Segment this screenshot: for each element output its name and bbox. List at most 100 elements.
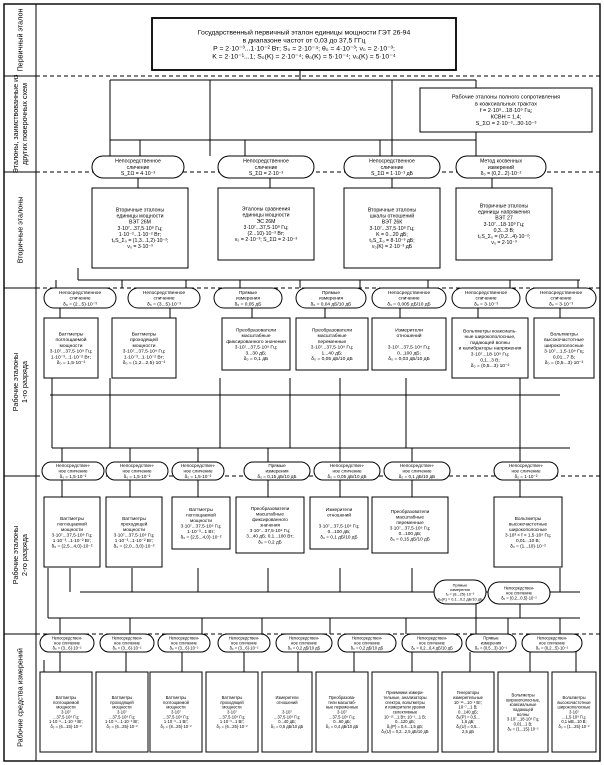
secondary-standard-line: t₀S_Σ₀ = (0,2...4)·10⁻²; [478, 234, 531, 240]
measuring-instrument-line: δ₀ = (1...25)·10⁻² [558, 724, 590, 729]
method-comparison-line: Непосредствен- [400, 463, 435, 468]
measuring-instrument-line: ...37,5·10⁹ Гц; [163, 714, 189, 719]
method-comparison-line: δ₀ = (0,5...3)·10⁻² [475, 645, 508, 650]
measuring-instrument: Ваттметрыпроходящеймощности3·10⁷...37,5·… [95, 671, 149, 753]
working-standard-1-line: Ваттметры [59, 331, 84, 337]
secondary-standard-line: ВЭТ 27 [495, 216, 513, 222]
measuring-instrument-line: отношений [277, 700, 298, 705]
working-standard-1-line: проходящей [130, 336, 158, 343]
method-comparison-line: Метод косвенных [480, 159, 522, 165]
method-comparison-line: δ₀ = 0,005 дБ/10 дБ [387, 301, 430, 307]
method-comparison-line: Непосредствен- [52, 636, 83, 641]
method-comparison-line: ное сличение [291, 640, 318, 645]
measuring-instrument-frame [551, 671, 597, 753]
measuring-instrument-line: 3·10⁷ [227, 709, 237, 714]
method-comparison-frame [525, 287, 597, 309]
method-comparison-line: ное сличение [231, 640, 258, 645]
working-standard-1: Преобразователимасштабныепеременные3·10⁷… [295, 317, 369, 371]
working-standard-2-line: δ₀ = (1...10)·10⁻² [510, 544, 546, 549]
working-standard-2-line: 3·10⁷...37,5·10⁹ Гц; [390, 525, 431, 530]
direct-measurement-small-line: S₀(K) = 0,1...0,2 дБ/10 дБ [437, 596, 483, 601]
measuring-instrument-line: селективные [393, 709, 418, 714]
direct-measurement-small-line: f₀ = (8...25)·10⁻³ [446, 592, 475, 597]
measuring-instrument-line: δ₀ = (1...15)·10⁻² [507, 726, 539, 731]
working-standard-1-line: масштабные [317, 333, 346, 339]
band-label-text: других поверочных схем [20, 83, 29, 165]
measuring-instrument: Вольтметрыширокополосные,коаксиальныепад… [497, 671, 549, 753]
method-comparison-line: измерения [236, 297, 261, 302]
secondary-standard-line: Вторичные эталоны [368, 207, 416, 213]
working-standard-1-frame [451, 317, 529, 379]
measuring-instrument-frame [371, 671, 439, 753]
primary-standard-line: в диапазоне частот от 0,03 до 37,5 ГГц [243, 37, 366, 44]
method-comparison-line: Непосредствен- [537, 636, 568, 641]
direct-measurement-small-line: Прямые [453, 582, 468, 587]
band-label-text: Рабочие эталоны [11, 526, 20, 584]
borrowed-standard-line: в коаксиальных трактах [475, 101, 537, 107]
working-standard-1-line: Преобразователи [312, 327, 353, 333]
method-comparison-frame [455, 155, 547, 179]
method-comparison-line: S_ΣΩ = 1·10⁻³ дБ [371, 171, 414, 177]
working-standard-1-frame [533, 317, 595, 379]
working-standard-1-line: переменные [318, 340, 347, 345]
method-comparison-line: δ₀ = 1,5·10⁻² [124, 474, 151, 479]
measuring-instrument-line: 1,5 дБ; [461, 719, 474, 724]
measuring-instrument-frame [315, 671, 369, 753]
working-standard-2-line: 1·10⁻³...1·10⁻² Вт; [115, 538, 153, 543]
direct-measurement-small-frame [433, 579, 487, 605]
method-comparison-line: Непосредствен- [169, 636, 200, 641]
method-comparison-line: ное сличение [419, 640, 446, 645]
working-standard-2-line: 0,01...10 В; [516, 538, 540, 543]
working-standard-2: Ваттметрыпоглощаемоймощности3·10⁷...37,5… [171, 496, 231, 550]
band-label-text: Рабочие средства измерений [16, 648, 25, 747]
working-standard-1-line: 3·10⁷...37,5·10⁹ Гц; [388, 345, 430, 351]
method-comparison-line: ное сличение [354, 640, 381, 645]
band-label-text: 1-го разряда [20, 361, 29, 403]
method-comparison-line: Непосредствен- [330, 463, 365, 468]
method-comparison-line: Непосредственное [540, 290, 583, 296]
method-comparison-line: сличение [153, 297, 174, 302]
working-standard-2-frame [493, 496, 563, 568]
method-comparison-line: Непосредственное [243, 159, 289, 165]
working-standard-1-line: δ₀ = (0,5...3)·10⁻² [545, 360, 584, 366]
working-standard-1: Вольтметрывысокочастотныеширокополосные3… [533, 317, 595, 379]
working-standard-2-line: 3·10³ < f < 1,5·10⁹ Гц; [505, 532, 551, 537]
working-standard-2-line: 3·10⁷...37,5·10⁹ Гц; [319, 523, 360, 528]
working-standard-1-line: поглощаемой [56, 336, 87, 343]
band-label-text: Рабочие эталоны [11, 353, 20, 411]
working-standard-1-line: 1...40 дБ; [321, 350, 342, 356]
measuring-instrument-line: 3·10⁷ [282, 709, 292, 714]
method-comparison-line: δ₀ = (0,2...5)·10⁻² [536, 645, 569, 650]
working-standard-1-line: мощности [60, 344, 83, 349]
measuring-instrument-line: δ₀(U) = 0,5... [456, 724, 479, 729]
method-comparison-line: ное сличение [183, 469, 213, 474]
band-label-text: 2-го разряда [20, 534, 29, 576]
method-comparison-line: Непосредственное [143, 290, 186, 296]
method-comparison-line: δ₀ = 1,5·10⁻² [60, 474, 87, 479]
method-comparison-frame [243, 461, 311, 481]
secondary-standard-line: единицы мощности [117, 214, 164, 220]
method-comparison-line: Непосредствен- [56, 463, 91, 468]
secondary-standard-line: Вторичные эталоны [116, 207, 164, 213]
working-standard-2-line: значения [260, 523, 280, 528]
method-comparison-line: измерений [488, 164, 514, 171]
measuring-instrument: Ваттметрыпоглощаемоймощности3·10⁷...37,5… [39, 671, 93, 753]
method-comparison-frame [371, 287, 447, 309]
working-standard-2-line: 0...100 дБ; [399, 531, 422, 536]
working-standard-2-line: 1·10⁻³...1 Вт; [187, 529, 215, 534]
measuring-instrument-line: δ₀(P) = 0,5... [456, 714, 479, 719]
secondary-standard-line: K = 0...20 дБ; [376, 232, 408, 238]
measuring-instrument-line: Вольтметры [562, 695, 585, 700]
